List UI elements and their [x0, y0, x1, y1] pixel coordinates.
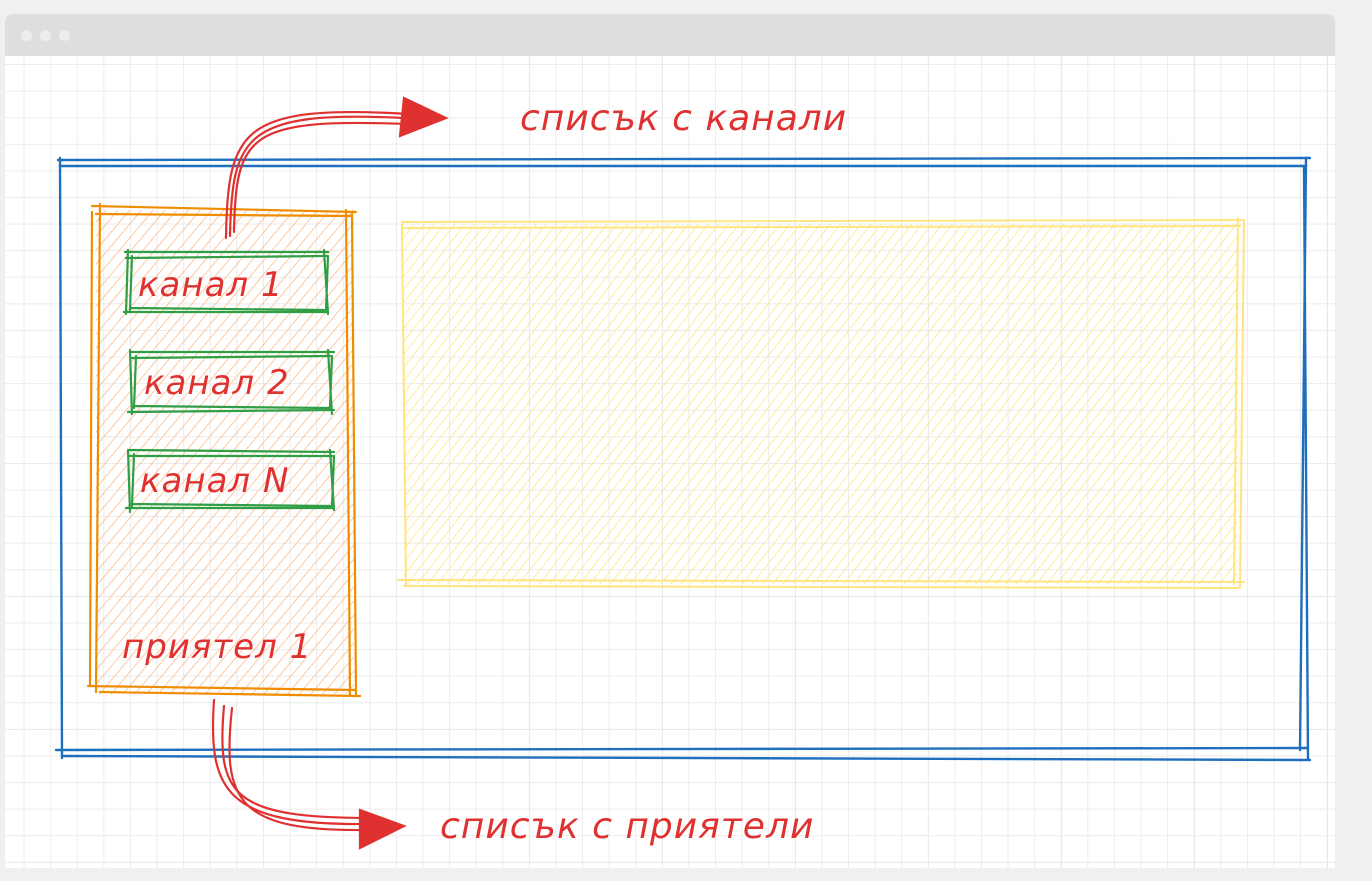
friend-label: приятел 1 — [122, 627, 312, 667]
channel-label: канал 1 — [138, 265, 284, 305]
friend-list-label: списък с приятели — [440, 806, 814, 847]
app-frame — [54, 156, 1312, 762]
channel-list-label: списък с канали — [520, 98, 847, 139]
content-area — [397, 217, 1245, 589]
window-dot-icon — [40, 30, 51, 41]
window-dot-icon — [59, 30, 70, 41]
channel-item-2: канал 2 — [126, 348, 336, 416]
friend-list-arrow — [211, 698, 407, 850]
window-titlebar — [5, 14, 1335, 56]
channel-label: канал N — [140, 461, 289, 501]
window-dot-icon — [21, 30, 32, 41]
channel-list-arrow — [224, 96, 449, 240]
channel-label: канал 2 — [144, 363, 290, 403]
channel-item-n: канал N — [124, 448, 336, 514]
channel-item-1: канал 1 — [122, 248, 330, 316]
